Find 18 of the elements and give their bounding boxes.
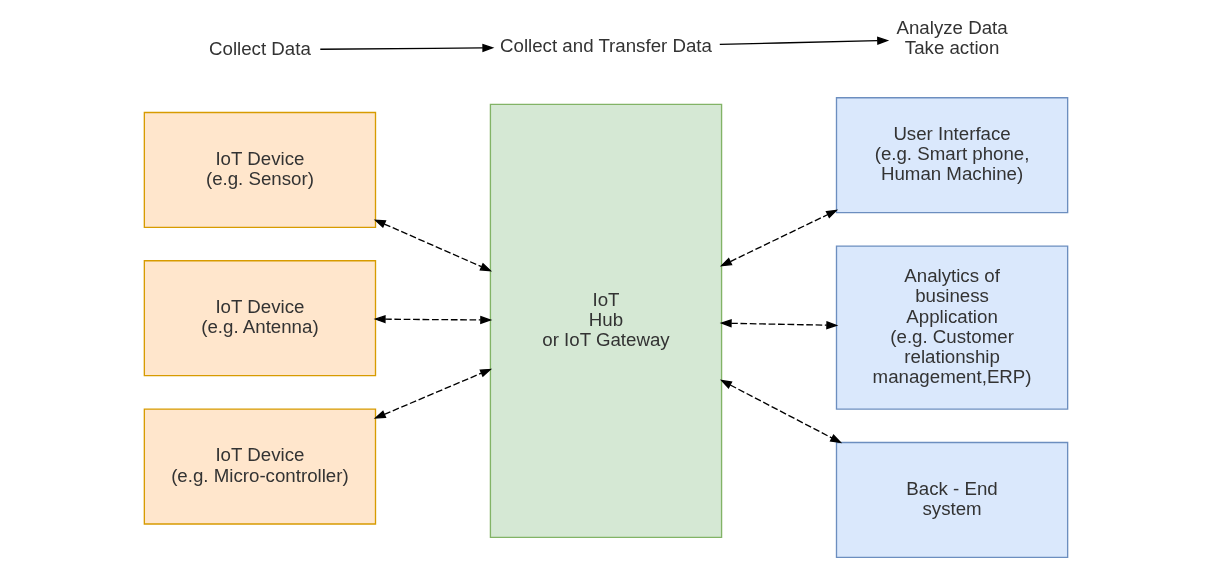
arrow	[718, 36, 889, 46]
node-box: IoT Device (e.g. Antenna)	[143, 260, 376, 377]
node-box: IoT Device (e.g. Sensor)	[143, 111, 376, 229]
arrow	[719, 209, 838, 267]
node-box: IoT Hub or IoT Gateway	[489, 103, 722, 539]
node-box: IoT Device (e.g. Micro-controller)	[143, 408, 376, 525]
arrow	[373, 219, 492, 272]
node-text: Collect and Transfer Data	[499, 34, 712, 56]
arrow	[719, 379, 842, 444]
arrow	[719, 319, 838, 330]
arrow	[373, 315, 492, 325]
node-text: Collect Data	[208, 37, 311, 59]
arrow	[319, 43, 494, 53]
node-box: Back - End system	[835, 441, 1068, 559]
node-box: Analytics of business Application (e.g. Customer relationship management,ERP)	[835, 245, 1068, 410]
node-box: User Interface (e.g. Smart phone, Human Machine)	[835, 97, 1068, 214]
node-text: Analyze Data Take action	[896, 16, 1008, 58]
arrow	[373, 368, 492, 419]
